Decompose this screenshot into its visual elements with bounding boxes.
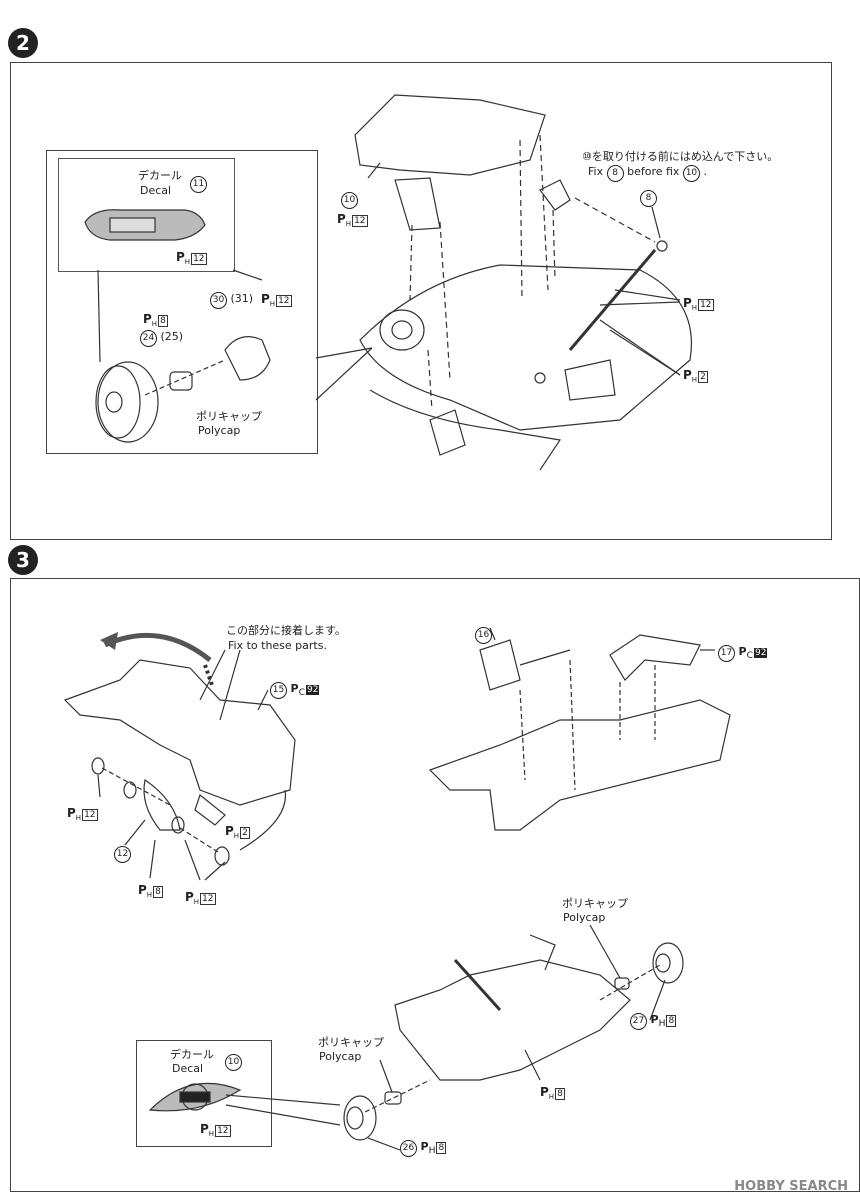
part-16-number: 16 [475, 627, 492, 644]
decal-label-jp: デカール [138, 169, 182, 182]
hub-part-numbers: 30 (31) [210, 292, 253, 309]
decal-label-en: Decal [140, 184, 172, 197]
step-2-decal-box [58, 158, 235, 272]
fix-note-en: Fix 8 before fix 10 . [588, 165, 707, 182]
polycap-label-jp: ポリキャップ [196, 410, 262, 423]
wheel-part-numbers: 24 (25) [140, 330, 183, 347]
step-2-number: 2 [8, 28, 38, 58]
polycap-a-jp: ポリキャップ [562, 897, 628, 910]
decal3-part-number: 10 [225, 1054, 242, 1071]
step-3-decal-inset [136, 1040, 272, 1147]
step-2-panel [10, 62, 832, 540]
fix-note-jp: ⑩を取り付ける前にはめ込んで下さい。 [582, 150, 779, 163]
decal3-label-en: Decal [172, 1062, 204, 1075]
part-8-number: 8 [640, 190, 657, 207]
polycap-b-jp: ポリキャップ [318, 1036, 384, 1049]
glue-note-en: Fix to these parts. [228, 639, 327, 652]
watermark: HOBBY SEARCH [734, 1179, 848, 1194]
polycap-label-en: Polycap [198, 424, 241, 437]
polycap-a-en: Polycap [563, 911, 606, 924]
step-2-detail-inset [46, 150, 318, 454]
decal3-label-jp: デカール [170, 1048, 214, 1061]
glue-note-jp: この部分に接着します。 [226, 624, 346, 637]
polycap-b-en: Polycap [319, 1050, 362, 1063]
part-12-number: 12 [114, 846, 131, 863]
decal-part-number: 11 [190, 176, 207, 193]
step-3-number: 3 [8, 545, 38, 575]
part-10-number: 10 [341, 192, 358, 209]
